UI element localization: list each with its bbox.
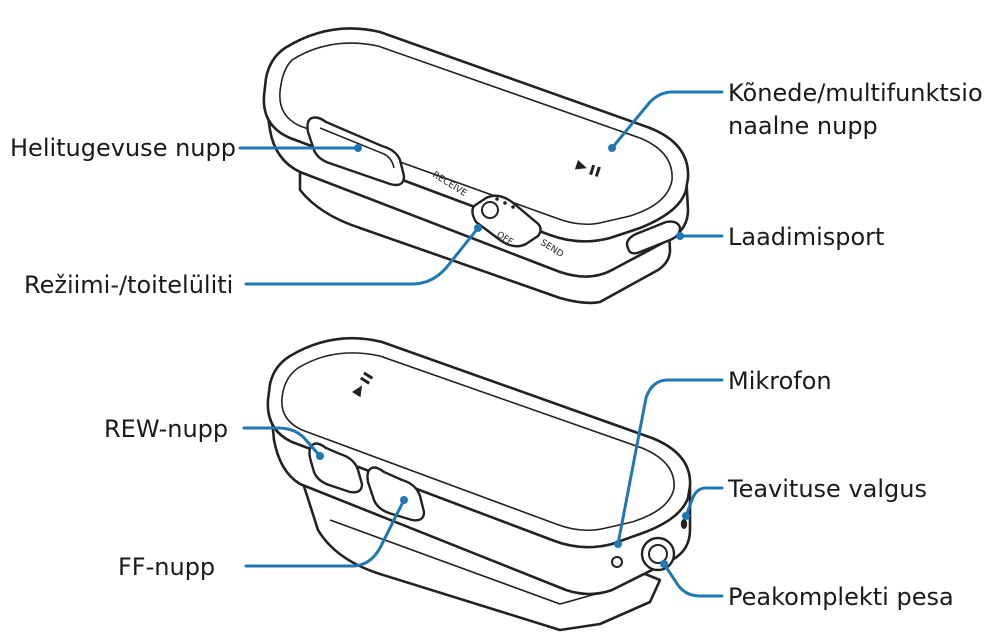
leader-ff <box>244 498 406 568</box>
bottom-device-top-inner <box>281 352 675 532</box>
label-headset-jack: Peakomplekti pesa <box>728 583 954 611</box>
bottom-device <box>266 336 692 632</box>
top-device-top-face <box>262 27 690 243</box>
leader-rew <box>242 426 322 458</box>
top-device: RECEIVE SEND OFF <box>262 27 690 305</box>
volume-button-inner <box>319 127 395 169</box>
mode-switch[interactable] <box>471 194 542 248</box>
play-pause-icon <box>574 160 601 177</box>
label-volume-button: Helitugevuse nupp <box>10 134 236 162</box>
bottom-device-top-face <box>266 336 692 549</box>
leader-headset-jack <box>662 562 724 598</box>
leader-notification <box>684 486 724 518</box>
label-call-button-line1: Kõnede/multifunktsio <box>728 79 983 107</box>
leader-call-button <box>610 90 724 150</box>
ff-button[interactable] <box>366 466 426 522</box>
headset-jack[interactable] <box>640 536 676 572</box>
label-microphone: Mikrofon <box>728 367 832 395</box>
charging-port[interactable] <box>625 220 682 255</box>
labels: Helitugevuse nupp Kõnede/multifunktsio n… <box>10 79 983 611</box>
leader-microphone <box>616 378 724 546</box>
label-notification-light: Teavituse valgus <box>727 475 927 503</box>
microphone-hole <box>611 556 623 568</box>
leader-lines <box>238 90 724 598</box>
label-charging-port: Laadimisport <box>728 223 884 251</box>
label-mode-switch: Režiimi-/toitelüliti <box>24 271 233 299</box>
bottom-play-pause-icon <box>352 371 374 398</box>
label-call-button-line2: naalne nupp <box>728 112 878 140</box>
top-device-top-inner <box>279 42 673 226</box>
notification-light <box>680 519 688 529</box>
leader-mode-switch <box>244 226 480 286</box>
label-ff-button: FF-nupp <box>118 553 215 581</box>
label-rew-button: REW-nupp <box>104 415 228 443</box>
